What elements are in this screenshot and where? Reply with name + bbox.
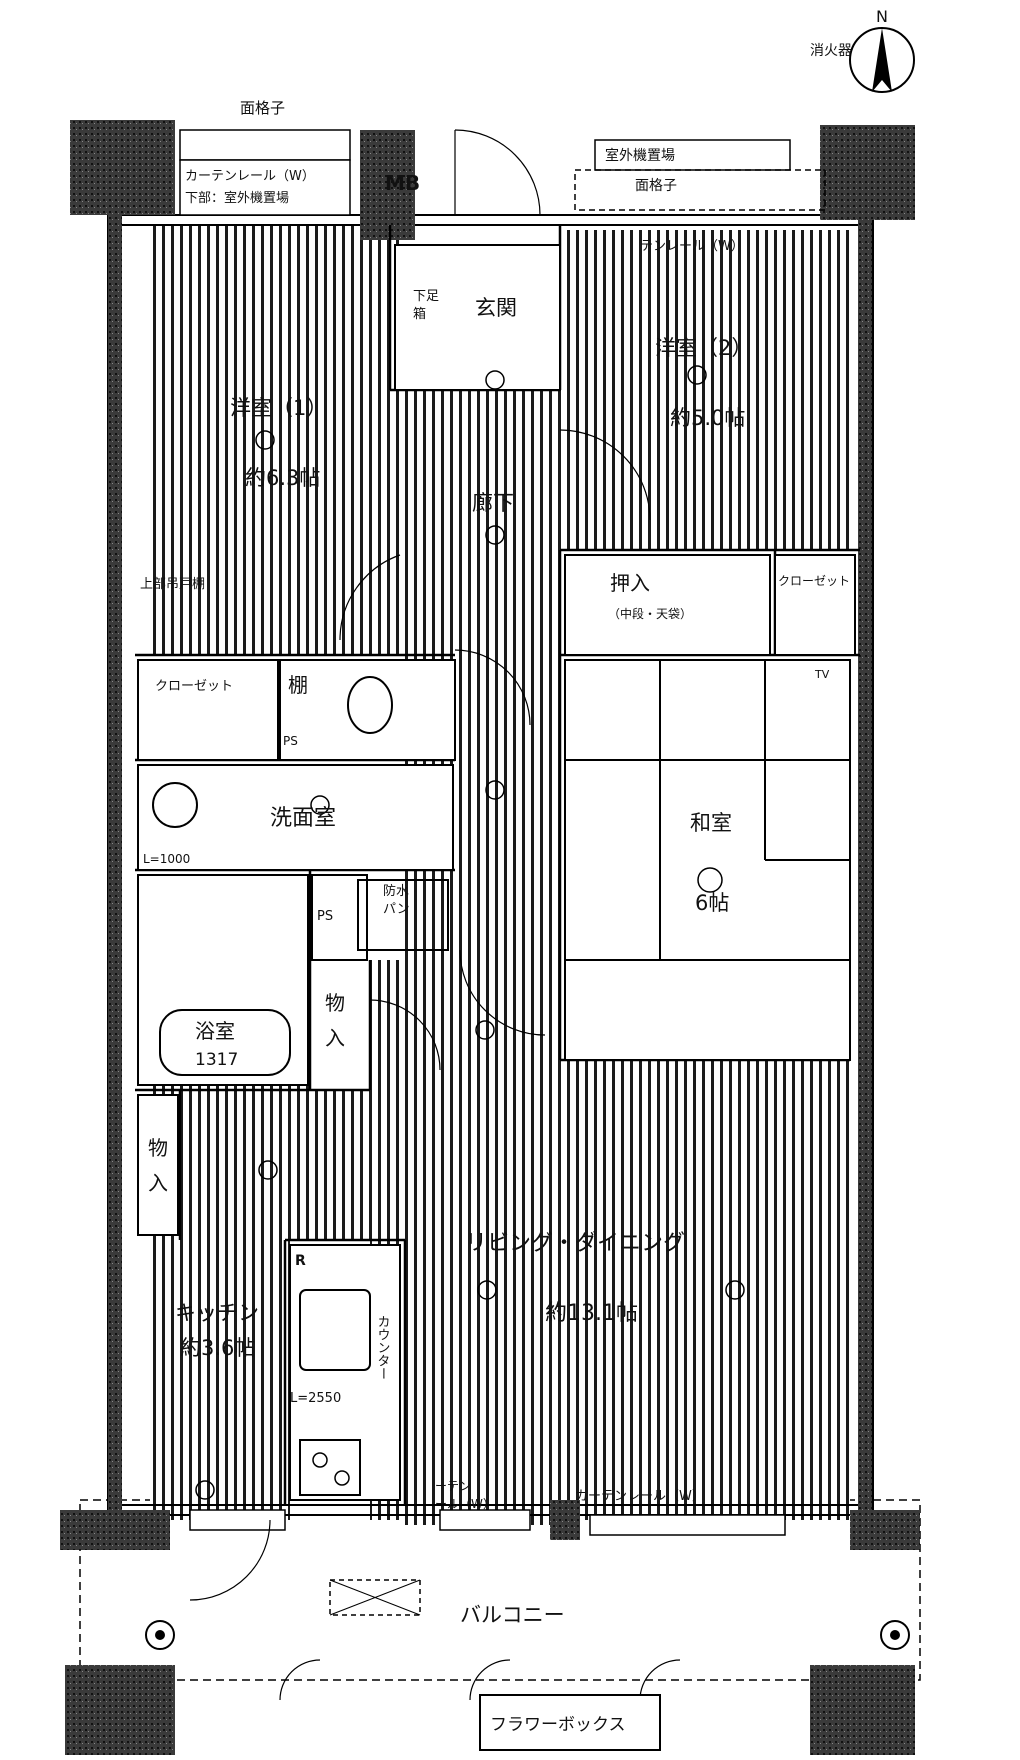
oshiire-sub-label: （中段・天袋） xyxy=(608,606,692,621)
fridge-label: R xyxy=(295,1253,306,1269)
balcony-label: バルコニー xyxy=(460,1603,565,1627)
flower-box-label: フラワーボックス xyxy=(490,1715,626,1735)
extinguisher-label: 消火器 xyxy=(810,43,852,59)
living-dining-size-label: 約13.1帖 xyxy=(545,1301,638,1326)
kitchen-sink xyxy=(299,1289,371,1371)
shoe-box-label-1: 下足 xyxy=(413,289,439,304)
grille-right-label: 面格子 xyxy=(635,178,677,194)
columns xyxy=(60,120,920,1755)
outdoor-unit-below-label: 下部：室外機置場 xyxy=(185,190,289,206)
washbasin xyxy=(152,782,198,828)
grille-top-label: 面格子 xyxy=(240,99,285,117)
light-fixture-icons xyxy=(195,365,745,1500)
room-labels: 消火器 面格子 カーテンレール（W） 下部：室外機置場 MB 室外機置場 面格子… xyxy=(140,43,852,1735)
curtain-rail-label: カーテンレール（W） xyxy=(185,169,315,184)
outdoor-unit-spot xyxy=(329,1579,421,1616)
windows xyxy=(179,129,826,1536)
counter-label-group: カウンター xyxy=(375,1315,390,1380)
curtain-rail-small-label-1: ーテン xyxy=(435,1479,471,1493)
western2-label: 洋室（2） xyxy=(655,336,752,360)
bathtub xyxy=(159,1009,291,1076)
closet-left-label: クローゼット xyxy=(155,679,233,694)
shelf-label: 棚 xyxy=(288,673,308,697)
western1-label: 洋室（1） xyxy=(230,396,327,420)
kitchen-label: キッチン xyxy=(175,1301,259,1325)
western1-size-label: 約6.3帖 xyxy=(245,466,320,490)
bathroom-label: 浴室 xyxy=(195,1019,235,1043)
kitchen-length-label: L=2550 xyxy=(290,1391,341,1406)
japanese-room-size-label: 6帖 xyxy=(695,891,729,915)
room-fills xyxy=(137,244,856,1501)
storage2-label-b: 入 xyxy=(148,1171,168,1195)
waterproof-pan-label-2: パン xyxy=(383,902,410,917)
tv-label: TV xyxy=(814,668,830,681)
waterproof-pan xyxy=(357,879,449,951)
living-dining-label: リビング・ダイニング xyxy=(465,1231,685,1256)
hallway-label: 廊下 xyxy=(472,491,514,515)
ps2-label: PS xyxy=(317,909,333,924)
curtain-rail-small-label-2: ール（W） xyxy=(435,1497,495,1511)
western2-size-label: 約5.0帖 xyxy=(670,406,745,430)
ps1-label: PS xyxy=(283,734,298,748)
storage1-label-b: 入 xyxy=(325,1026,345,1050)
drain-icons xyxy=(145,1620,910,1650)
oshiire-label: 押入 xyxy=(610,571,650,595)
kitchen-size-label: 約3.6帖 xyxy=(180,1336,255,1360)
waterproof-pan-label-1: 防水 xyxy=(383,883,409,899)
washbasin-size-label: L=1000 xyxy=(143,852,190,866)
flower-box xyxy=(479,1694,661,1751)
shoe-box-label-2: 箱 xyxy=(413,306,426,322)
tatami-grid xyxy=(565,660,850,961)
toilet xyxy=(347,676,393,734)
curtain-rail-top-right-label: テンレール（W） xyxy=(640,239,744,254)
kitchen-stove xyxy=(299,1439,361,1496)
compass: N xyxy=(849,7,915,93)
storage1-label-a: 物 xyxy=(325,991,345,1015)
closet-right-label: クローゼット xyxy=(778,574,850,588)
door-swings xyxy=(189,129,681,1701)
japanese-room-label: 和室 xyxy=(690,811,732,835)
curtain-rail-bottom-label: カーテンレール（W） xyxy=(575,1489,705,1504)
outdoor-unit-place-label: 室外機置場 xyxy=(605,147,675,164)
hanging-door-label: 上部吊戸棚 xyxy=(140,577,205,592)
mb-label: MB xyxy=(385,171,420,195)
entrance-label: 玄関 xyxy=(475,296,517,320)
washroom-label: 洗面室 xyxy=(270,806,336,831)
storage2-label-a: 物 xyxy=(148,1136,168,1160)
counter-label: カウンター xyxy=(375,1315,390,1380)
compass-north-label: N xyxy=(876,7,888,26)
bathroom-size-label: 1317 xyxy=(195,1050,238,1070)
